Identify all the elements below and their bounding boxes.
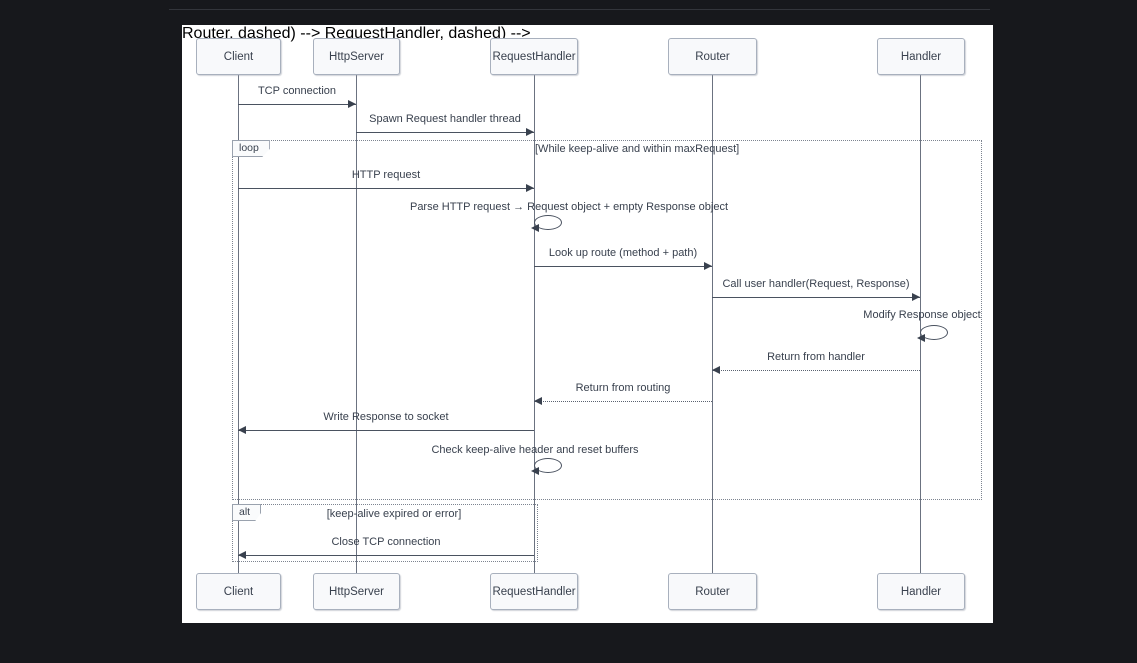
lifeline-requesthandler	[534, 75, 535, 573]
actor-box-router-top: Router	[668, 38, 757, 75]
message-label-lookup-route: Look up route (method + path)	[548, 247, 698, 259]
arrowhead-left-icon	[712, 366, 720, 374]
arrowhead-right-icon	[912, 293, 920, 301]
message-line-http-request	[238, 188, 534, 189]
actor-box-router-bottom: Router	[668, 573, 757, 610]
actor-box-client-top: Client	[196, 38, 281, 75]
arrowhead-right-icon	[704, 262, 712, 270]
actor-box-client-bottom: Client	[196, 573, 281, 610]
arrowhead-right-icon	[526, 184, 534, 192]
alt-frame	[232, 504, 538, 562]
lifeline-client	[238, 75, 239, 573]
alt-frame-label: alt	[232, 504, 262, 521]
message-label-tcp-connection: TCP connection	[257, 85, 337, 97]
actor-box-handler-bottom: Handler	[877, 573, 965, 610]
actor-box-requesthandler-bottom: RequestHandler	[490, 573, 578, 610]
loop-frame	[232, 140, 982, 500]
message-line-write-response	[238, 430, 534, 431]
actor-box-requesthandler-top: RequestHandler	[490, 38, 578, 75]
sequence-diagram-canvas: loop [While keep-alive and within maxReq…	[182, 25, 993, 623]
self-message-curl-modify	[920, 325, 948, 340]
message-line-return-routing	[534, 401, 712, 402]
actor-box-handler-top: Handler	[877, 38, 965, 75]
actor-box-httpserver-top: HttpServer	[313, 38, 400, 75]
arrowhead-left-icon	[238, 426, 246, 434]
top-divider	[169, 9, 990, 10]
arrowhead-right-icon	[526, 128, 534, 136]
message-label-parse-request: Parse HTTP request → Request object + em…	[409, 201, 729, 213]
message-line-tcp-connection	[238, 104, 356, 105]
loop-frame-label: loop	[232, 140, 270, 157]
lifeline-httpserver	[356, 75, 357, 573]
message-label-http-request: HTTP request	[351, 169, 421, 181]
alt-frame-condition: [keep-alive expired or error]	[326, 508, 462, 520]
self-message-curl-parse	[534, 215, 562, 230]
lifeline-router	[712, 75, 713, 573]
message-label-spawn-thread: Spawn Request handler thread	[369, 113, 521, 125]
message-label-modify-response: Modify Response object	[863, 309, 981, 321]
message-line-lookup-route	[534, 266, 712, 267]
arrowhead-left-icon	[531, 224, 539, 232]
message-label-close-tcp: Close TCP connection	[331, 536, 441, 548]
message-label-call-handler: Call user handler(Request, Response)	[722, 278, 910, 290]
arrowhead-left-icon	[534, 397, 542, 405]
lifeline-handler	[920, 75, 921, 573]
self-message-curl-keepalive	[534, 458, 562, 473]
arrowhead-left-icon	[531, 467, 539, 475]
actor-box-httpserver-bottom: HttpServer	[313, 573, 400, 610]
message-label-return-handler: Return from handler	[767, 351, 865, 363]
loop-frame-condition: [While keep-alive and within maxRequest]	[535, 143, 740, 155]
message-label-return-routing: Return from routing	[575, 382, 671, 394]
message-line-spawn-thread	[356, 132, 534, 133]
arrowhead-right-icon	[348, 100, 356, 108]
arrowhead-left-icon	[238, 551, 246, 559]
message-line-close-tcp	[238, 555, 534, 556]
arrowhead-left-icon	[917, 334, 925, 342]
message-label-check-keepalive: Check keep-alive header and reset buffer…	[431, 444, 639, 456]
message-line-call-handler	[712, 297, 920, 298]
message-line-return-handler	[712, 370, 920, 371]
message-label-write-response: Write Response to socket	[323, 411, 449, 423]
